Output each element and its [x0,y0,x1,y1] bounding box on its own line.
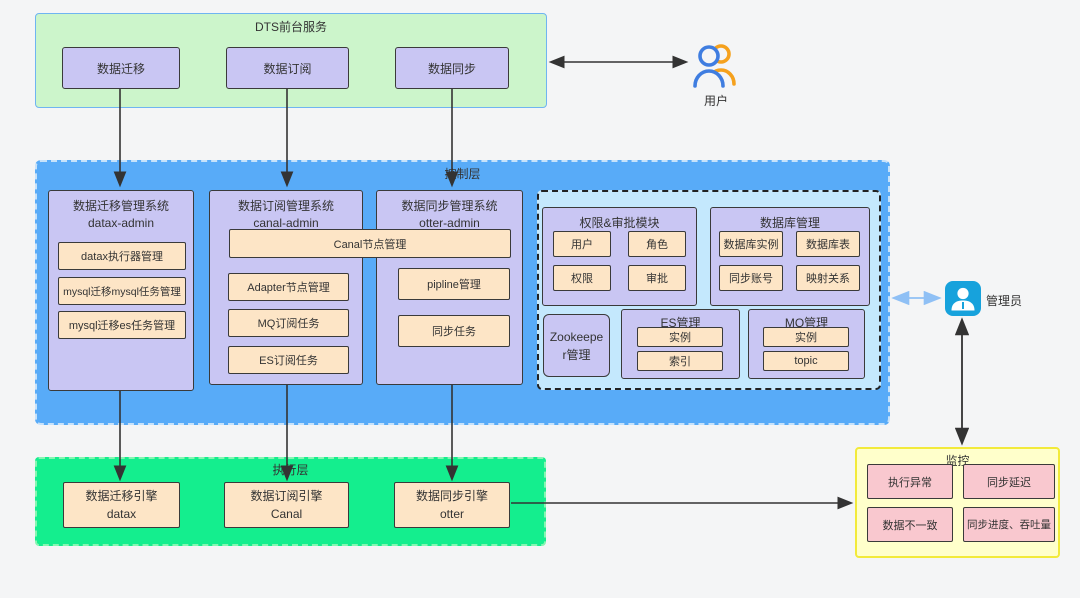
node-mq-topic: topic [763,351,849,371]
node-mysql-to-mysql-task: mysql迁移mysql任务管理 [58,277,186,305]
system-title: 数据迁移管理系统 [72,199,169,213]
node-mq-subscribe-task: MQ订阅任务 [228,309,349,337]
module-title: MQ管理 [784,316,829,330]
engine-datax: 数据迁移引擎 datax [63,482,180,528]
node-mysql-to-es-task: mysql迁移es任务管理 [58,311,186,339]
system-subtitle: canal-admin [253,216,319,231]
node-es-instance: 实例 [637,327,723,347]
engine-title: 数据同步引擎 [415,489,488,503]
node-es-index: 索引 [637,351,723,371]
node-exec-exception: 执行异常 [867,464,953,499]
node-auth-role: 角色 [628,231,686,257]
node-mapping-relation: 映射关系 [796,265,860,291]
front-layer-title: DTS前台服务 [254,20,327,34]
node-db-table: 数据库表 [796,231,860,257]
node-datax-executor-mgmt: datax执行器管理 [58,242,186,270]
two-users-icon [690,42,742,88]
node-canal-node-mgmt: Canal节点管理 [229,229,511,258]
node-auth-permission: 权限 [553,265,611,291]
system-subtitle: otter-admin [419,216,480,231]
engine-subtitle: otter [439,507,464,521]
module-zookeeper-mgmt: Zookeeper管理 [543,314,610,377]
system-title: 数据同步管理系统 [401,199,498,213]
node-sync-account: 同步账号 [719,265,783,291]
node-mq-instance: 实例 [763,327,849,347]
node-sync-task: 同步任务 [398,315,510,347]
engine-title: 数据订阅引擎 [250,489,323,503]
node-es-subscribe-task: ES订阅任务 [228,346,349,374]
module-title: ES管理 [660,316,701,330]
engine-otter: 数据同步引擎 otter [394,482,510,528]
engine-title: 数据迁移引擎 [85,489,158,503]
module-title: 权限&审批模块 [579,216,660,230]
node-db-instance: 数据库实例 [719,231,783,257]
node-sync-delay: 同步延迟 [963,464,1055,499]
node-auth-user: 用户 [553,231,611,257]
engine-subtitle: Canal [270,507,303,521]
module-title: 数据库管理 [759,216,820,230]
control-layer-title: 控制层 [444,167,481,181]
user-label: 用户 [703,94,728,108]
node-data-migration: 数据迁移 [62,47,180,89]
module-title: Zookeeper管理 [549,329,604,362]
node-auth-approve: 审批 [628,265,686,291]
node-pipline-mgmt: pipline管理 [398,268,510,300]
system-title: 数据订阅管理系统 [237,199,334,213]
admin-person-icon [945,281,981,316]
system-subtitle: datax-admin [87,216,155,231]
node-data-subscription: 数据订阅 [226,47,349,89]
node-sync-progress-throughput: 同步进度、吞吐量 [963,507,1055,542]
node-data-inconsistency: 数据不一致 [867,507,953,542]
admin-label: 管理员 [986,294,1023,308]
node-data-sync: 数据同步 [395,47,509,89]
node-adapter-node-mgmt: Adapter节点管理 [228,273,349,301]
execution-layer-title: 执行层 [272,463,309,477]
engine-canal: 数据订阅引擎 Canal [224,482,349,528]
engine-subtitle: datax [106,507,137,521]
